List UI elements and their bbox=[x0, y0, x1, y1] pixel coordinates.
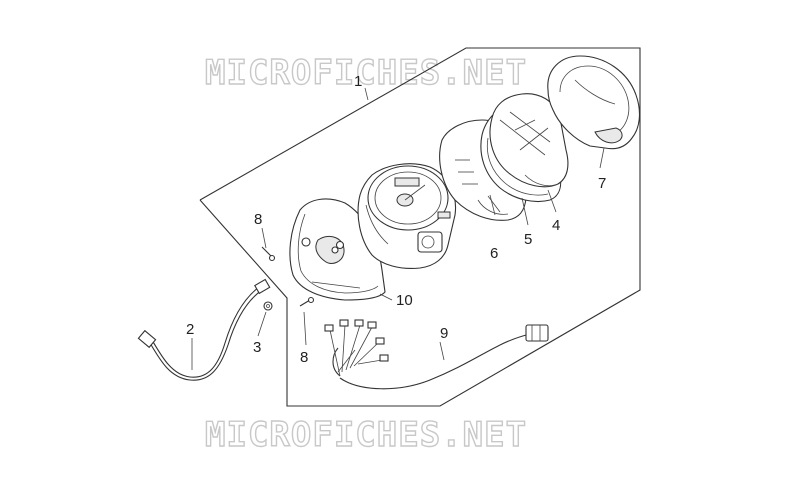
watermark-bottom: MICROFICHES.NET bbox=[205, 415, 527, 455]
callout-6-label: 6 bbox=[490, 245, 498, 262]
nut-part bbox=[263, 301, 273, 311]
callout-8-lower-label: 8 bbox=[300, 349, 308, 366]
wiring-harness-part bbox=[324, 319, 549, 390]
callout-8-upper-label: 8 bbox=[254, 211, 262, 228]
callout-5-label: 5 bbox=[524, 231, 532, 248]
screw-lower-part bbox=[299, 296, 315, 307]
screw-upper-part bbox=[261, 246, 276, 262]
outer-cover-part bbox=[547, 55, 641, 150]
glass-lens-part bbox=[489, 93, 569, 188]
speedometer-cable-part bbox=[137, 278, 271, 381]
gauge-body-part bbox=[357, 163, 457, 269]
callout-4-label: 4 bbox=[552, 217, 560, 234]
leader-lines bbox=[191, 87, 605, 370]
assembly-outline bbox=[199, 47, 641, 407]
watermark-top: MICROFICHES.NET bbox=[205, 53, 527, 93]
callout-7-label: 7 bbox=[598, 175, 606, 192]
callout-2-label: 2 bbox=[186, 321, 194, 338]
callout-10-label: 10 bbox=[396, 292, 413, 309]
callout-3-label: 3 bbox=[253, 339, 261, 356]
callout-1-label: 1 bbox=[354, 73, 362, 90]
callout-9-label: 9 bbox=[440, 325, 448, 342]
